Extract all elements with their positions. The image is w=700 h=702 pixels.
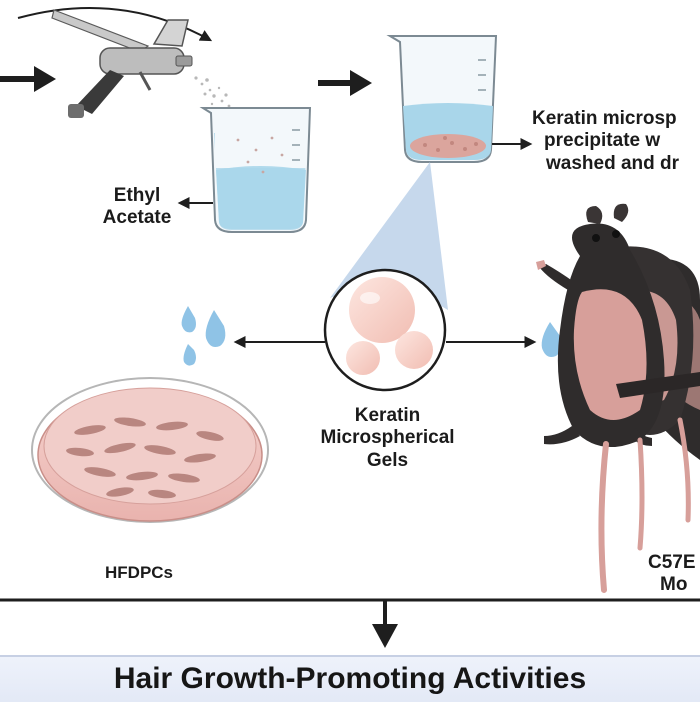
label-gels-line-2: Microspherical xyxy=(320,427,455,449)
label-ethyl-acetate: Ethyl Acetate xyxy=(92,185,182,230)
zoom-cone xyxy=(330,162,448,310)
label-keratin-gels: Keratin Microspherical Gels xyxy=(300,405,475,472)
beaker-icon xyxy=(386,35,498,163)
label-mice: C57E Mo xyxy=(648,552,696,597)
water-droplets-icon xyxy=(181,306,226,366)
title-banner xyxy=(0,655,700,702)
label-gels-line-1: Keratin xyxy=(354,405,421,426)
spray-particles xyxy=(194,76,231,112)
label-hfdpcs: HFDPCs xyxy=(105,563,174,582)
label-keratin-precipitate: Keratin microsp precipitate w washed and… xyxy=(532,108,700,175)
beaker-icon xyxy=(199,107,312,233)
arrow-middle-top xyxy=(318,70,372,96)
label-acetate-line: Acetate xyxy=(102,207,172,229)
banner-title: Hair Growth-Promoting Activities xyxy=(113,662,587,695)
label-precip-line-1: Keratin microsp xyxy=(532,108,677,129)
airbrush-sprayer-icon xyxy=(51,9,193,118)
label-mice-line-2: Mo xyxy=(660,574,688,596)
keratin-gel-icon xyxy=(323,268,447,392)
label-precip-line-3: washed and dr xyxy=(546,152,680,174)
label-precip-line-2: precipitate w xyxy=(544,130,661,152)
label-mice-line-1: C57E xyxy=(648,552,696,573)
spray-path-arc xyxy=(17,7,213,42)
arrow-left-top xyxy=(0,66,56,92)
label-ethyl-line: Ethyl xyxy=(113,185,161,206)
label-gels-line-3: Gels xyxy=(366,449,409,471)
merge-arrow xyxy=(0,598,700,648)
petri-dish-icon xyxy=(31,377,269,523)
mouse-icon xyxy=(536,203,700,593)
